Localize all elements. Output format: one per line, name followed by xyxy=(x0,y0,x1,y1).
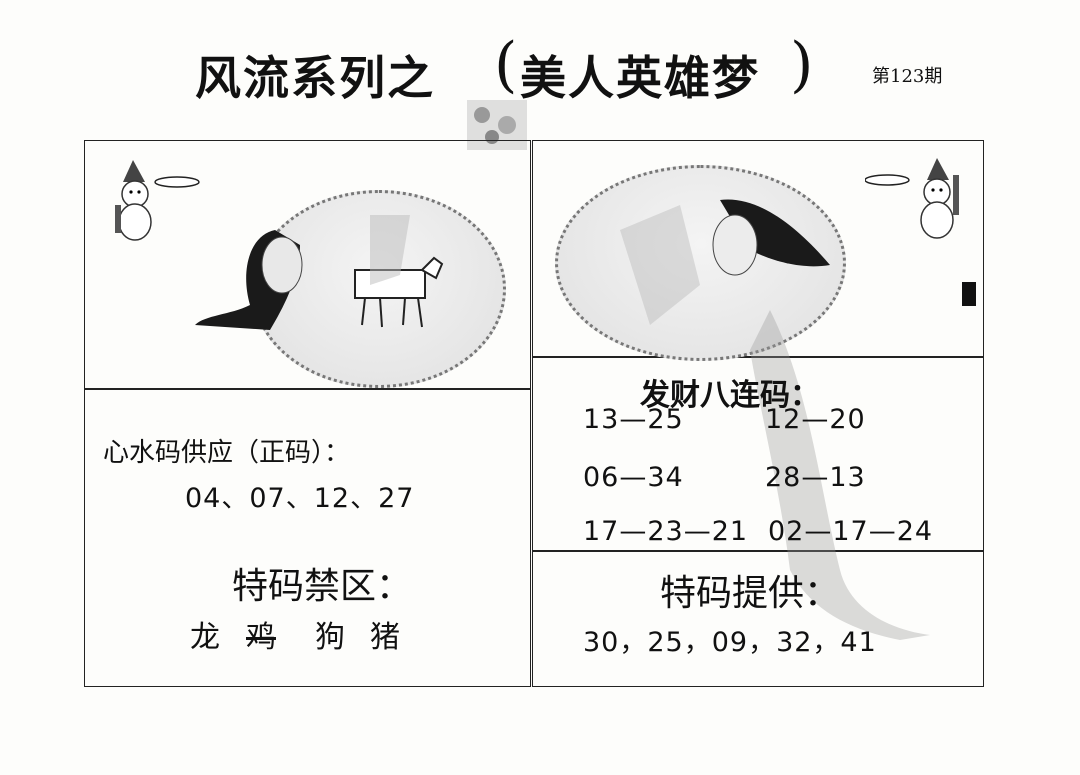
left-panel xyxy=(84,140,531,687)
forbidden-animal: 龙 xyxy=(190,620,220,655)
forbidden-zone-label: 特码禁区： xyxy=(232,566,413,607)
fortune-pair: 17—23—21 xyxy=(583,516,749,547)
black-marker xyxy=(962,282,976,306)
close-paren: ) xyxy=(790,30,814,100)
snowman-icon xyxy=(865,158,959,239)
forbidden-animal: 狗 xyxy=(315,620,345,655)
snowman-icon xyxy=(115,160,200,241)
heart-water-label: 心水码供应（正码）： xyxy=(103,438,351,468)
fortune-pair: 13—25 xyxy=(583,404,684,435)
left-divider xyxy=(84,388,531,390)
flower-ornament-icon xyxy=(467,100,527,150)
heart-water-numbers: 04、07、12、27 xyxy=(185,483,415,514)
woman-and-goat-illustration xyxy=(195,215,444,330)
right-divider-bottom xyxy=(532,550,984,552)
issue-number: 第123期 xyxy=(872,66,943,87)
special-code-numbers: 30，25，09，32，41 xyxy=(583,627,877,658)
fortune-pair: 06—34 xyxy=(583,462,684,493)
fortune-pair: 12—20 xyxy=(765,404,866,435)
forbidden-animal: 鸡 xyxy=(246,620,276,655)
woman-figure-illustration xyxy=(620,199,930,640)
right-panel xyxy=(532,140,984,687)
fortune-pair: 02—17—24 xyxy=(768,516,934,547)
subtitle: 美人英雄梦 xyxy=(520,51,760,105)
right-divider-top xyxy=(532,356,984,358)
open-paren: ( xyxy=(494,30,518,100)
series-title: 风流系列之 xyxy=(195,51,435,105)
fortune-eight-label: 发财八连码： xyxy=(640,378,820,413)
fortune-pair: 28—13 xyxy=(765,462,866,493)
forbidden-animal: 猪 xyxy=(370,620,400,655)
special-code-label: 特码提供： xyxy=(660,573,841,614)
